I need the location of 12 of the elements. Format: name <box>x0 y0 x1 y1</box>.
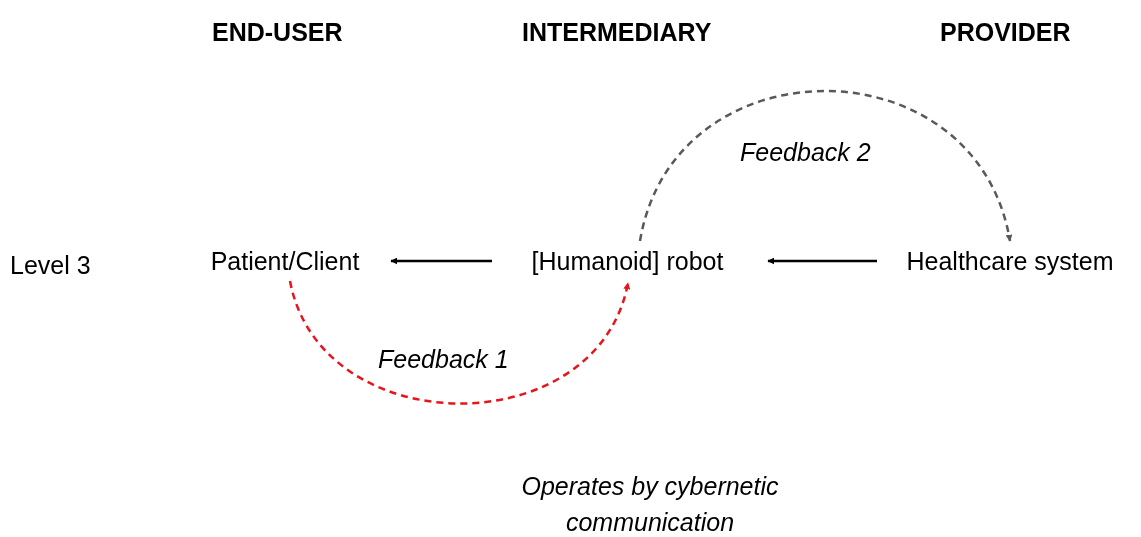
level-label: Level 3 <box>10 250 91 281</box>
column-heading: END-USER <box>212 17 343 48</box>
node-text: Healthcare system <box>880 243 1140 279</box>
node-text: Patient/Client <box>185 243 385 279</box>
arrow <box>390 257 492 265</box>
dashed-arrow <box>638 90 1012 242</box>
column-heading: INTERMEDIARY <box>522 17 712 48</box>
note-text: Operates by cybernetic communication <box>520 471 780 537</box>
arrow <box>767 257 877 265</box>
node-text: [Humanoid] robot <box>495 243 760 279</box>
dashed-arrow <box>288 280 630 405</box>
column-heading: PROVIDER <box>940 17 1071 48</box>
